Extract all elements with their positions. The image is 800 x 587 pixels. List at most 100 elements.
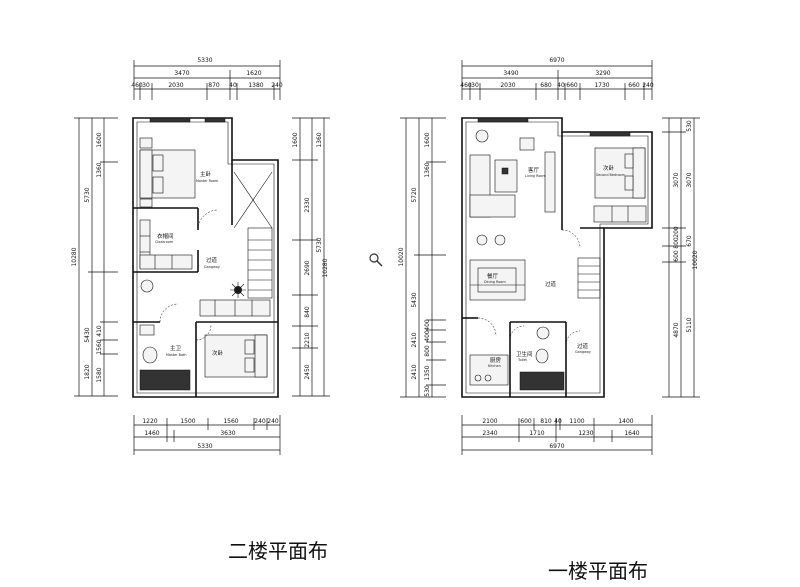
plan2-right-dimensions: 2330 2690 840 2210 2450 1600 1360 5730 1… (292, 117, 330, 397)
second-floor-plan: 5330 3470 1620 460 30 2030 870 40 1380 2… (71, 57, 330, 455)
room-second-cn: 次卧 (212, 349, 224, 357)
plan1-walls (461, 117, 653, 398)
room-dining-cn: 餐厅 (487, 272, 499, 280)
plan1-right-d1: 530 (686, 120, 693, 132)
room-master-cn: 主卧 (200, 170, 212, 178)
plan2-right-m5: 2450 (304, 364, 311, 379)
room-gangway-cn: 过道 (577, 342, 589, 350)
room-dining-en: Dining Room (484, 280, 506, 284)
plan2-bottom-d5: 240 (267, 418, 279, 425)
plan1-bottom-dimensions: 2100 600 810 40 1100 1400 2340 1710 1230… (461, 415, 653, 455)
room-corridor-cn: 过道 (206, 256, 218, 264)
plan1-left-d5: 800 (424, 345, 431, 357)
plan1-left-mid-2: 5430 (411, 292, 418, 307)
plan2-bottom-d2: 1500 (180, 418, 195, 425)
bathtub (139, 369, 191, 391)
plan1-top-d8: 660 (628, 82, 640, 89)
plan2-top-d6: 1380 (248, 82, 263, 89)
plan1-left-d7: 2410 (411, 332, 418, 347)
plan1-left-d8: 530 (424, 385, 431, 397)
room-bath-cn: 主卫 (170, 344, 182, 352)
plan1-top-dimensions: 6970 3490 3290 460 30 2030 680 40 660 17… (460, 57, 654, 100)
plan1-right-m1: 3070 (673, 172, 680, 187)
plan1-left-d3: 400 (424, 319, 431, 331)
room-living-en: Living Room (525, 174, 547, 178)
plan1-top-d4: 680 (540, 82, 552, 89)
plan2-left-d3: 410 (96, 325, 103, 337)
plan2-bottom-mid-2: 3630 (220, 430, 235, 437)
shower-tray (519, 371, 565, 391)
plan1-right-m4: 10020 (692, 250, 699, 269)
plan1-bottom-d1: 2100 (482, 418, 497, 425)
plan1-top-d5: 40 (557, 82, 565, 89)
room-kitchen-cn: 厨房 (490, 356, 502, 364)
plan1-bottom-d3: 810 (540, 418, 552, 425)
plan2-left-dimensions: 10280 5730 5430 1600 1360 410 1560 1820 … (71, 117, 118, 397)
plan2-top-total: 5330 (197, 57, 212, 64)
plan2-left-mid-1: 5730 (84, 187, 91, 202)
plan1-bottom-mid-3: 1230 (578, 430, 593, 437)
coffee-table (494, 159, 518, 193)
plan2-right-m4: 2210 (304, 332, 311, 347)
plan2-top-d2: 30 (142, 82, 150, 89)
room-living-cn: 客厅 (528, 166, 540, 174)
plan1-left-d1: 1600 (424, 132, 431, 147)
toilet-1f (535, 348, 549, 364)
plan1-furniture (469, 129, 647, 391)
room-bath-en: Master Bath (166, 353, 187, 357)
plan1-top-total: 6970 (549, 57, 564, 64)
plan1-right-m1b: 3070 (686, 172, 693, 187)
plan2-left-d4: 1560 (96, 339, 103, 354)
plan1-left-mid-3: 2410 (411, 364, 418, 379)
plan1-right-d4: 800 (673, 237, 680, 249)
plan1-top-d3: 2030 (500, 82, 515, 89)
plan1-left-outer: 10020 (398, 247, 405, 266)
plan1-right-d5: 600 (673, 250, 680, 262)
magnifier-icon[interactable] (369, 253, 383, 267)
plan2-left-mid-2: 5430 (84, 327, 91, 342)
plan1-bottom-d4: 40 (554, 418, 562, 425)
plan1-bottom-mid-4: 1640 (624, 430, 639, 437)
plan2-bottom-total: 5330 (197, 443, 212, 450)
plan2-right-o4: 10280 (322, 258, 329, 277)
washbasin (140, 279, 154, 293)
plan2-top-dimensions: 5330 3470 1620 460 30 2030 870 40 1380 2… (131, 57, 283, 100)
plan1-top-d1: 460 (460, 82, 472, 89)
plan2-bottom-d4: 240 (254, 418, 266, 425)
room-closet-cn: 衣帽间 (157, 232, 174, 240)
plan1-left-d6: 1350 (424, 365, 431, 380)
room-kitchen-en: Kitchen (488, 364, 501, 368)
room-second-cn: 次卧 (603, 164, 615, 172)
plan1-bottom-d6: 1400 (618, 418, 633, 425)
plan2-top-d7: 240 (271, 82, 283, 89)
plan2-left-d1: 1600 (96, 132, 103, 147)
plan1-top-d2: 30 (471, 82, 479, 89)
room-toilet-en: Toilet (517, 358, 528, 362)
plan2-left-d5: 1820 (84, 364, 91, 379)
plan1-left-mid-1: 5720 (411, 187, 418, 202)
staircase-1f (577, 257, 601, 299)
plan2-left-outer: 10280 (71, 247, 78, 266)
plan1-left-d4: 400 (424, 330, 431, 342)
plan2-bottom-dimensions: 1220 1500 1560 240 240 1460 3630 5330 (133, 415, 281, 455)
plan2-top-mid-1: 3470 (174, 70, 189, 77)
plan1-right-d2: 200 (673, 226, 680, 238)
plan1-bottom-mid-1: 2340 (482, 430, 497, 437)
room-corridor-cn: 过道 (545, 280, 557, 288)
plan2-right-o3: 5730 (316, 237, 323, 252)
tv-cabinet (544, 151, 556, 213)
plan2-right-m2: 2690 (304, 260, 311, 275)
plan1-top-d9: 240 (642, 82, 654, 89)
plan1-bottom-mid-2: 1710 (529, 430, 544, 437)
plan1-right-m2: 5110 (686, 317, 693, 332)
room-gangway-en: Gangway (575, 350, 591, 354)
plan2-bottom-d3: 1560 (223, 418, 238, 425)
plan2-bottom-mid-1: 1460 (144, 430, 159, 437)
toilet-2f (142, 346, 158, 364)
plan1-bottom-d5: 1100 (569, 418, 584, 425)
plan2-left-d6: 1580 (96, 367, 103, 382)
plan2-bottom-d1: 1220 (142, 418, 157, 425)
plan2-top-d4: 870 (208, 82, 220, 89)
plan1-bottom-d2: 600 (520, 418, 532, 425)
